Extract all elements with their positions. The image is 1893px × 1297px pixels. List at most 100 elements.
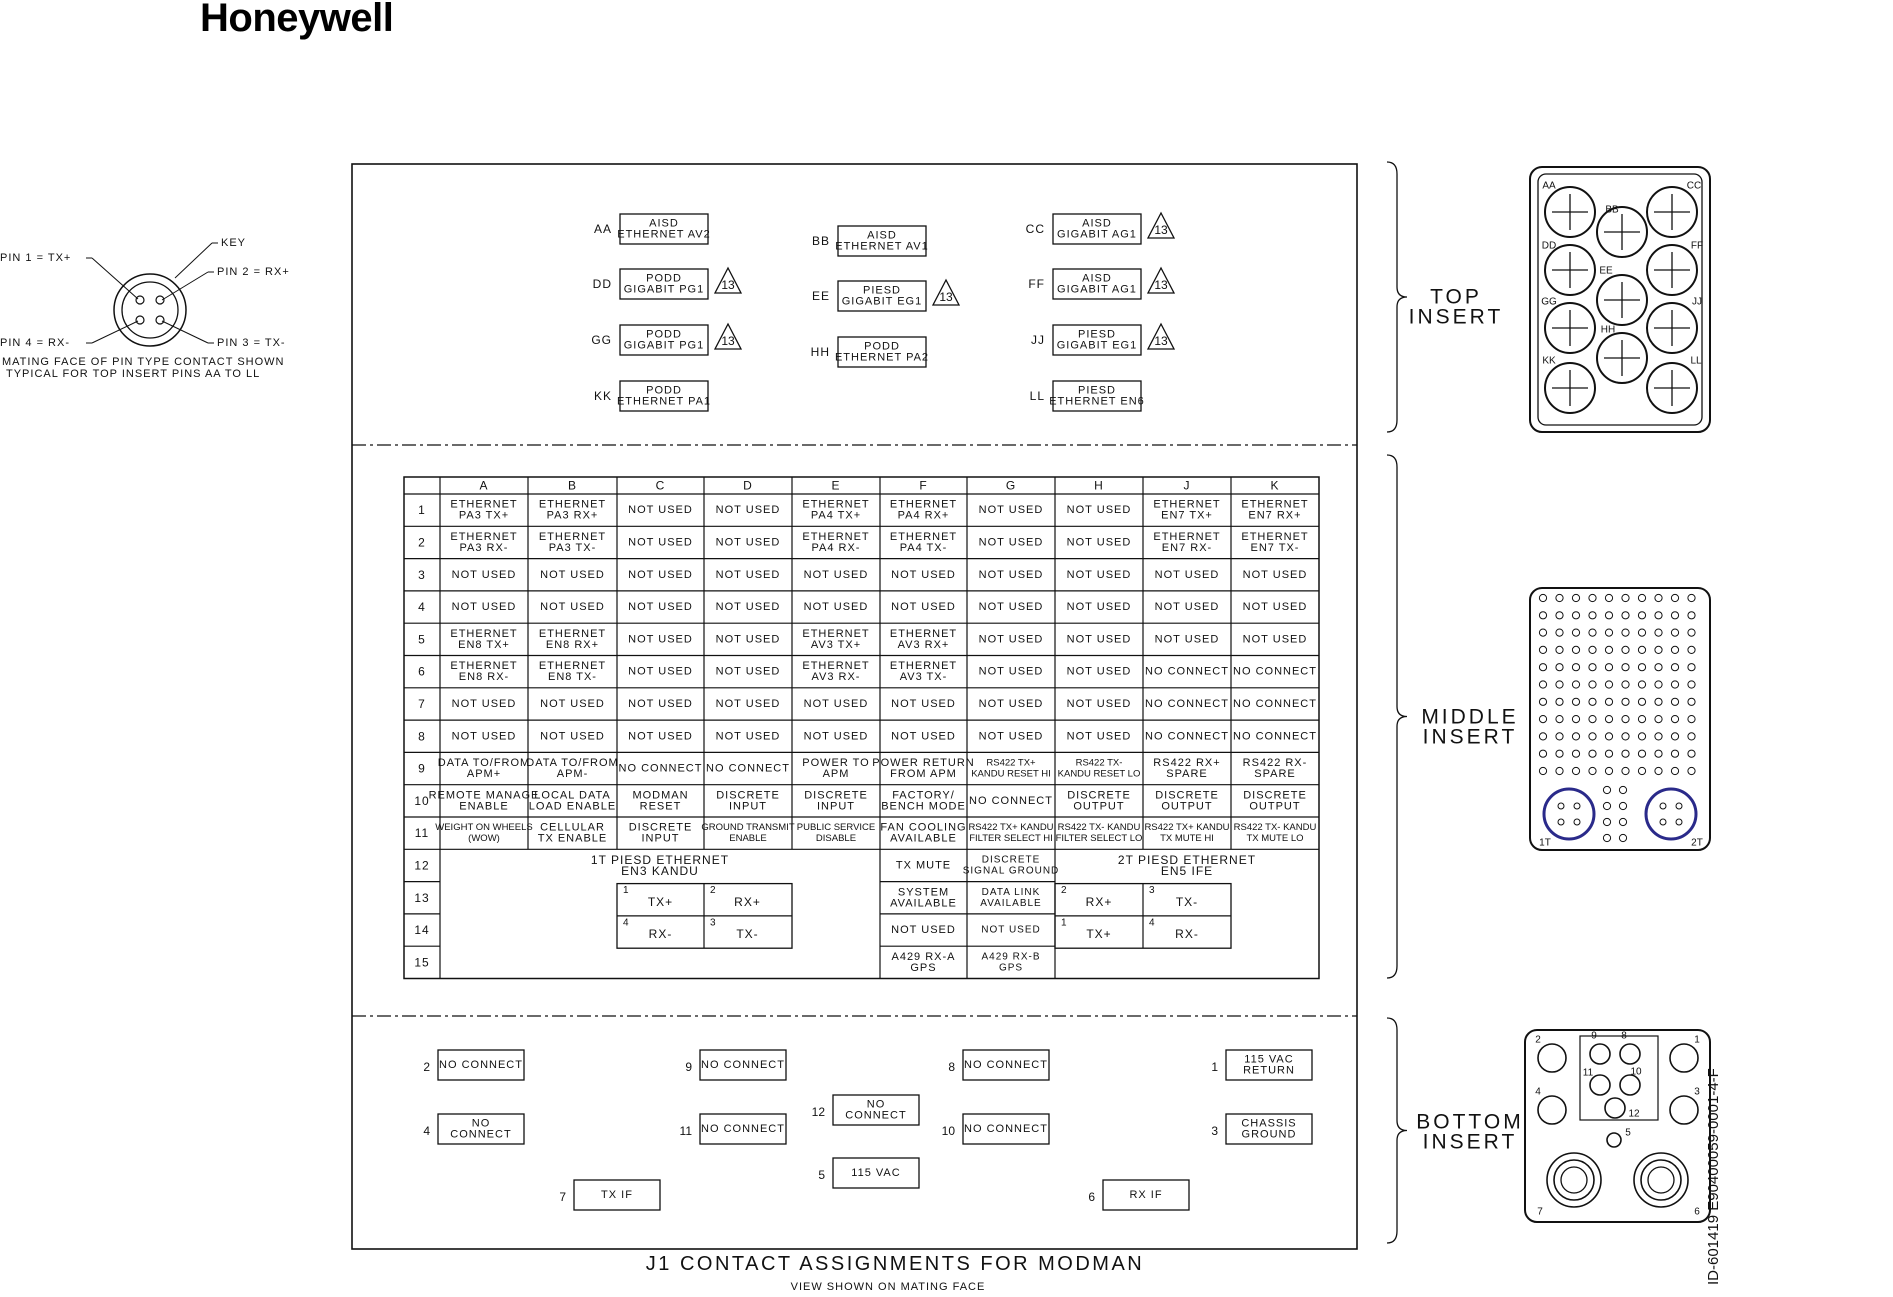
- middle-connector-contact: [1604, 732, 1614, 741]
- middle-connector-contact: [1621, 766, 1630, 776]
- middle-connector-contact: [1588, 732, 1597, 741]
- table-cell-b11: CELLULAR: [540, 822, 605, 834]
- table-cell-f12: SIGNAL GROUND: [963, 865, 1060, 876]
- table-cell-f2: PA4 TX-: [900, 542, 948, 554]
- row-number: 9: [418, 762, 426, 776]
- bottom-insert-brace: [1386, 1017, 1408, 1244]
- middle-connector-contact: [1621, 749, 1630, 758]
- top-connector-label-jj: JJ: [1692, 297, 1702, 308]
- top-pin-id-kk: KK: [594, 389, 612, 403]
- middle-connector-contact: [1571, 766, 1581, 776]
- middle-connector-contact: [1555, 593, 1564, 603]
- bottom-pin-id-4: 4: [423, 1124, 430, 1138]
- note-13-flag-dd: 13: [713, 266, 743, 294]
- middle-connector-contact: [1637, 766, 1647, 776]
- bottom-connector-label-1: 1: [1694, 1035, 1700, 1046]
- middle-connector-contact: [1555, 766, 1564, 776]
- table-cell-b9: APM-: [557, 768, 589, 780]
- bottom-pin-id-8: 8: [948, 1060, 955, 1074]
- middle-connector-contact: [1588, 628, 1597, 637]
- middle-connector-contact: [1654, 715, 1663, 724]
- bottom-pin-id-6: 6: [1088, 1190, 1095, 1204]
- table-cell-k6: NO CONNECT: [1233, 666, 1317, 678]
- table-cell-c9: NO CONNECT: [619, 763, 703, 775]
- table-cell-h6: NOT USED: [1067, 666, 1132, 678]
- table-cell-d3: NOT USED: [716, 569, 781, 581]
- middle-connector-contact: [1621, 697, 1630, 706]
- pin-face-inner: [121, 281, 179, 339]
- table-cell-g4: NOT USED: [979, 601, 1044, 613]
- pin1-leader: [91, 257, 139, 300]
- middle-connector-contact: [1670, 766, 1680, 776]
- middle-connector-contact: [1654, 663, 1663, 672]
- middle-connector-contact: [1654, 680, 1663, 689]
- bottom-pin-function-6: RX IF: [1129, 1189, 1162, 1201]
- table-cell-b7: NOT USED: [540, 698, 605, 710]
- table-cell-f5: AV3 RX+: [898, 639, 950, 651]
- bottom-pin-box-5: [832, 1157, 920, 1189]
- bottom-connector-label-4: 4: [1535, 1087, 1541, 1098]
- table-cell-k1: ETHERNET: [1241, 499, 1308, 511]
- pin-contact: [135, 315, 145, 325]
- table-cell-h11: FILTER SELECT LO: [1056, 833, 1143, 844]
- group-2t-pin-number: 2: [1061, 885, 1067, 896]
- middle-connector-contact: [1637, 749, 1647, 758]
- table-cell-k7: NO CONNECT: [1233, 698, 1317, 710]
- table-cell-g3: NOT USED: [979, 569, 1044, 581]
- table-cell-j10: DISCRETE: [1155, 789, 1219, 801]
- top-insert-label: TOP: [1430, 286, 1482, 309]
- top-pin-box-cc: [1052, 213, 1142, 245]
- table-cell-h3: NOT USED: [1067, 569, 1132, 581]
- top-connector-cavity: [1596, 206, 1648, 258]
- table-cell-a3: NOT USED: [452, 569, 517, 581]
- middle-connector-contact: [1670, 697, 1680, 706]
- table-cell-d6: NOT USED: [716, 666, 781, 678]
- middle-connector-body: [1529, 587, 1711, 851]
- top-pin-function-hh: ETHERNET PA2: [835, 352, 929, 364]
- bottom-pin-function-7: TX IF: [601, 1189, 633, 1201]
- table-cell-f11: AVAILABLE: [890, 833, 957, 845]
- table-cell-k3: NOT USED: [1243, 569, 1308, 581]
- table-cell-e7: NOT USED: [804, 698, 869, 710]
- bottom-connector-label-8: 8: [1621, 1031, 1627, 1042]
- middle-connector-contact: [1654, 628, 1663, 637]
- flag-number: 13: [939, 290, 953, 304]
- middle-connector-contact: [1670, 645, 1680, 655]
- middle-connector-contact: [1538, 697, 1548, 706]
- bottom-pin-function-3: GROUND: [1242, 1129, 1297, 1141]
- top-pin-function-jj: GIGABIT EG1: [1057, 340, 1138, 352]
- middle-connector-contact: [1621, 715, 1630, 724]
- table-cell-e2: ETHERNET: [802, 531, 869, 543]
- quadrax-pin: [1675, 802, 1683, 810]
- middle-connector-contact: [1555, 697, 1564, 706]
- middle-connector-contact: [1604, 611, 1614, 620]
- table-cell-b1: ETHERNET: [539, 499, 606, 511]
- top-pin-function-aa: AISD: [649, 218, 679, 230]
- middle-connector-contact: [1670, 732, 1680, 741]
- middle-connector-contact: [1555, 749, 1564, 758]
- bottom-pin-function-11: NO CONNECT: [701, 1123, 785, 1135]
- middle-connector-contact: [1538, 732, 1548, 741]
- bottom-connector-body: [1524, 1029, 1711, 1223]
- middle-connector-contact: [1687, 593, 1696, 603]
- middle-connector-contact: [1588, 697, 1597, 706]
- table-cell-a2: ETHERNET: [450, 531, 517, 543]
- middle-connector-contact: [1604, 680, 1614, 689]
- table-cell-g1: NOT USED: [979, 504, 1044, 516]
- middle-connector-contact: [1621, 628, 1630, 637]
- top-pin-box-jj: [1052, 324, 1142, 356]
- middle-connector-contact: [1588, 611, 1597, 620]
- bottom-connector-cavity-11: [1589, 1074, 1611, 1096]
- middle-connector-contact: [1555, 628, 1564, 637]
- top-connector-label-hh: HH: [1601, 325, 1615, 336]
- top-pin-function-ll: ETHERNET EN6: [1049, 396, 1145, 408]
- middle-connector-contact: [1538, 645, 1548, 655]
- table-cell-k9: RS422 RX-: [1243, 757, 1308, 769]
- column-header-c: C: [656, 479, 666, 493]
- table-cell-e6: AV3 RX-: [812, 671, 861, 683]
- middle-connector-contact: [1588, 645, 1597, 655]
- note-13-flag-gg: 13: [713, 322, 743, 350]
- pin4-leader: [91, 320, 139, 344]
- table-cell-b2: ETHERNET: [539, 531, 606, 543]
- table-cell-j8: NO CONNECT: [1145, 730, 1229, 742]
